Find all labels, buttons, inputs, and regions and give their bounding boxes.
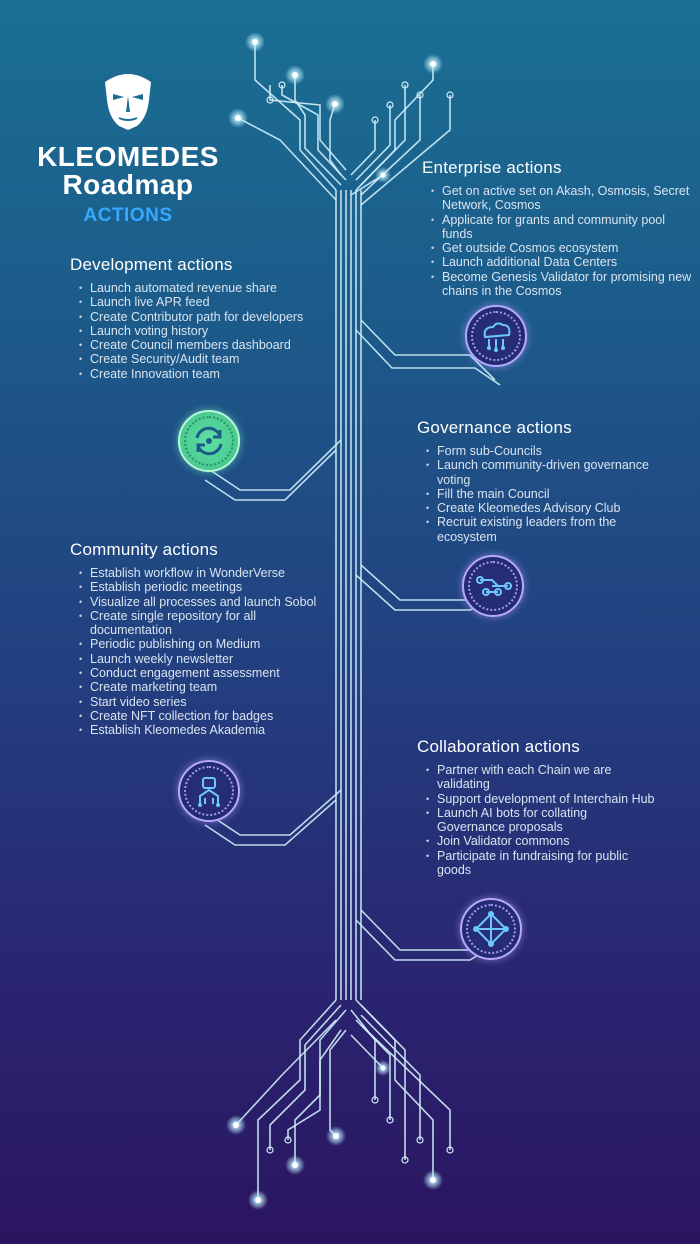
list-item: Participate in fundraising for public go…	[426, 849, 657, 878]
list-item: Create Contributor path for developers	[79, 310, 320, 325]
list-item: Launch automated revenue share	[79, 281, 320, 296]
brand-logo: KLEOMEDES Roadmap ACTIONS	[28, 70, 228, 227]
enterprise-section: Enterprise actions Get on active set on …	[422, 158, 692, 298]
governance-badge	[462, 555, 524, 617]
list-item: Get outside Cosmos ecosystem	[431, 241, 692, 256]
brand-name: KLEOMEDES	[37, 141, 219, 172]
list-item: Launch live APR feed	[79, 295, 320, 310]
list-item: Launch voting history	[79, 324, 320, 339]
list-item: Create marketing team	[79, 680, 320, 695]
list-item: Applicate for grants and community pool …	[431, 213, 692, 242]
brand-tag: ACTIONS	[83, 205, 173, 226]
collaboration-badge	[460, 898, 522, 960]
hub-nodes-icon	[473, 911, 509, 947]
community-list: Establish workflow in WonderVerse Establ…	[70, 566, 320, 738]
list-item: Join Validator commons	[426, 834, 657, 849]
flow-nodes-icon	[476, 576, 512, 596]
development-title: Development actions	[70, 255, 233, 274]
list-item: Form sub-Councils	[426, 444, 677, 459]
governance-list: Form sub-Councils Launch community-drive…	[417, 444, 677, 544]
list-item: Create NFT collection for badges	[79, 709, 320, 724]
collaboration-section: Collaboration actions Partner with each …	[417, 737, 657, 877]
kleomedes-face-icon	[105, 74, 151, 130]
governance-title: Governance actions	[417, 418, 572, 437]
community-badge	[178, 760, 240, 822]
list-item: Recruit existing leaders from the ecosys…	[426, 515, 677, 544]
list-item: Create Council members dashboard	[79, 338, 320, 353]
list-item: Become Genesis Validator for promising n…	[431, 270, 692, 299]
list-item: Start video series	[79, 695, 320, 710]
list-item: Partner with each Chain we are validatin…	[426, 763, 657, 792]
list-item: Launch AI bots for collating Governance …	[426, 806, 657, 835]
list-item: Create Innovation team	[79, 367, 320, 382]
list-item: Support development of Interchain Hub	[426, 792, 657, 807]
collaboration-list: Partner with each Chain we are validatin…	[417, 763, 657, 877]
governance-section: Governance actions Form sub-Councils Lau…	[417, 418, 677, 544]
people-network-icon	[198, 777, 220, 807]
list-item: Create Security/Audit team	[79, 352, 320, 367]
list-item: Create Kleomedes Advisory Club	[426, 501, 677, 516]
collaboration-title: Collaboration actions	[417, 737, 580, 756]
enterprise-title: Enterprise actions	[422, 158, 562, 177]
list-item: Periodic publishing on Medium	[79, 637, 320, 652]
cloud-network-icon	[483, 322, 511, 352]
list-item: Launch community-driven governance votin…	[426, 458, 677, 487]
list-item: Create single repository for all documen…	[79, 609, 320, 638]
community-section: Community actions Establish workflow in …	[70, 540, 320, 738]
list-item: Establish Kleomedes Akademia	[79, 723, 320, 738]
community-title: Community actions	[70, 540, 218, 559]
enterprise-badge	[465, 305, 527, 367]
list-item: Launch additional Data Centers	[431, 255, 692, 270]
list-item: Get on active set on Akash, Osmosis, Sec…	[431, 184, 692, 213]
list-item: Conduct engagement assessment	[79, 666, 320, 681]
development-list: Launch automated revenue share Launch li…	[70, 281, 320, 381]
list-item: Establish workflow in WonderVerse	[79, 566, 320, 581]
list-item: Fill the main Council	[426, 487, 677, 502]
list-item: Establish periodic meetings	[79, 580, 320, 595]
brand-subtitle: Roadmap	[62, 169, 194, 200]
enterprise-list: Get on active set on Akash, Osmosis, Sec…	[422, 184, 692, 298]
list-item: Launch weekly newsletter	[79, 652, 320, 667]
development-section: Development actions Launch automated rev…	[70, 255, 320, 381]
sync-arrows-icon	[195, 426, 223, 456]
development-badge	[178, 410, 240, 472]
list-item: Visualize all processes and launch Sobol	[79, 595, 320, 610]
